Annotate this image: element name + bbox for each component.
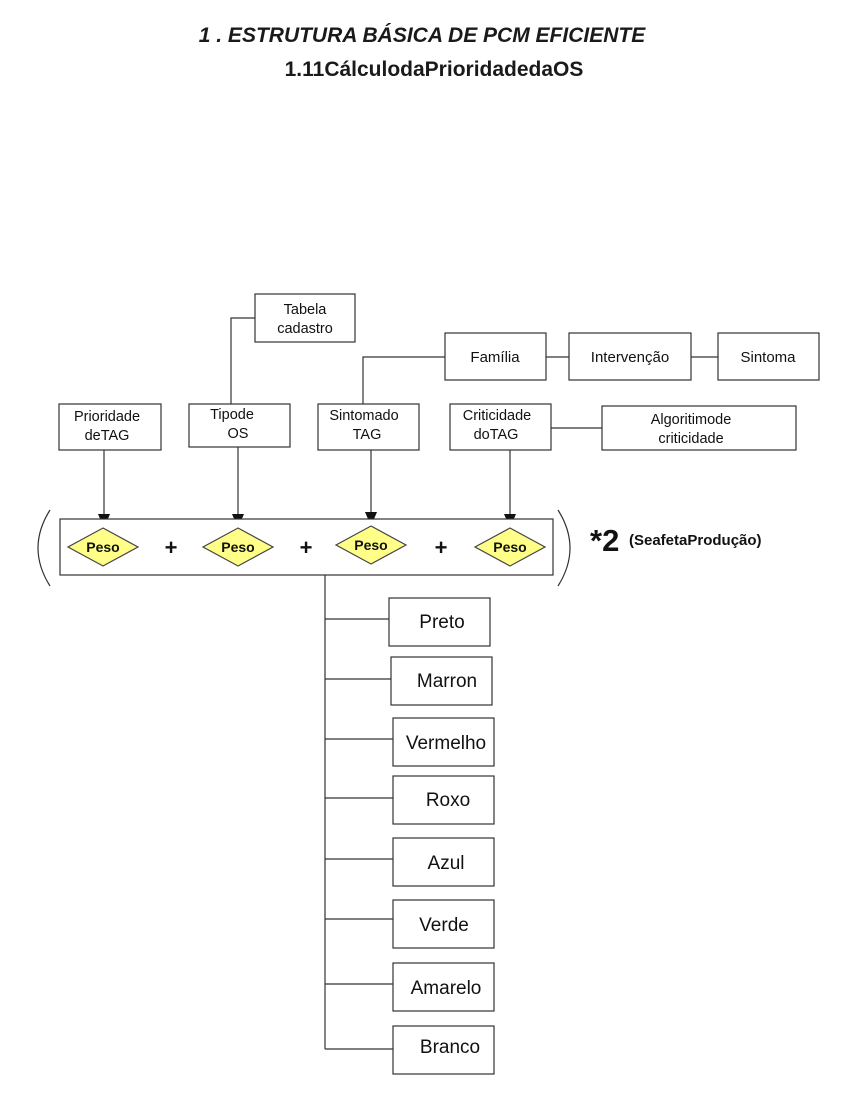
algoritimo-label-line2: criticidade <box>658 431 723 447</box>
page-title: 1 . ESTRUTURA BÁSICA DE PCM EFICIENTE <box>198 24 646 47</box>
input-label-line2: TAG <box>353 427 382 443</box>
algoritimo-label-line1: Algoritimode <box>651 412 732 428</box>
color-box-marron: Marron <box>390 656 493 706</box>
color-box-amarelo: Amarelo <box>392 962 495 1012</box>
color-box-branco: Branco <box>392 1025 495 1075</box>
arrow-down <box>98 450 110 528</box>
plus-operator: + <box>435 535 448 560</box>
intervencao-label: Intervenção <box>591 349 669 366</box>
input-label-line2: deTAG <box>85 428 130 444</box>
weight-label: Peso <box>354 537 387 553</box>
input-box-sintoma-tag: Sintomado TAG <box>317 403 420 451</box>
weight-label: Peso <box>221 539 254 555</box>
tabela-label-line2: cadastro <box>277 321 333 337</box>
plus-operator: + <box>300 535 313 560</box>
algoritimo-criticidade-box: Algoritimode criticidade <box>601 405 797 451</box>
connector-tabela-tipo-os <box>230 317 255 404</box>
input-label-line1: Prioridade <box>74 409 140 425</box>
input-label-line1: Sintomado <box>329 408 398 424</box>
arrow-down <box>365 450 377 526</box>
sintoma-label: Sintoma <box>740 349 796 366</box>
color-box-azul: Azul <box>392 837 495 887</box>
sintoma-box: Sintoma <box>717 332 820 381</box>
connector-familia-sintoma-tag <box>362 356 445 404</box>
color-label: Roxo <box>426 790 470 811</box>
intervencao-box: Intervenção <box>568 332 692 381</box>
input-label-line1: Criticidade <box>463 408 532 424</box>
multiplier-note: (SeafetaProdução) <box>629 532 762 549</box>
color-label: Amarelo <box>411 978 482 999</box>
familia-label: Família <box>470 349 520 366</box>
input-box-prioridade: Prioridade deTAG <box>58 403 162 451</box>
arrow-down <box>504 450 516 528</box>
weight-diamond: Peso <box>334 525 408 565</box>
weight-diamond: Peso <box>473 527 547 567</box>
tabela-cadastro-box: Tabela cadastro <box>254 293 356 343</box>
color-label: Verde <box>419 915 469 936</box>
color-box-vermelho: Vermelho <box>392 717 495 767</box>
color-label: Azul <box>428 853 465 874</box>
page-subtitle: 1.11CálculodaPrioridadedaOS <box>284 58 584 81</box>
input-label-line2: doTAG <box>474 427 519 443</box>
multiplier: *2 <box>590 523 619 558</box>
weight-label: Peso <box>493 539 526 555</box>
input-box-criticidade-tag: Criticidade doTAG <box>449 403 552 451</box>
color-label: Preto <box>419 612 464 633</box>
plus-operator: + <box>165 535 178 560</box>
color-label: Vermelho <box>406 733 486 754</box>
color-box-roxo: Roxo <box>392 775 495 825</box>
familia-box: Família <box>444 332 547 381</box>
formula-box <box>59 518 554 576</box>
weight-diamond: Peso <box>201 527 275 567</box>
color-box-verde: Verde <box>392 899 495 949</box>
input-label-line1: Tipode <box>210 407 254 423</box>
weight-diamond: Peso <box>66 527 140 567</box>
arrow-down <box>232 447 244 528</box>
color-label: Marron <box>417 671 477 692</box>
color-label: Branco <box>420 1037 480 1058</box>
color-box-preto: Preto <box>388 597 491 647</box>
right-parenthesis <box>557 509 571 587</box>
weight-label: Peso <box>86 539 119 555</box>
tabela-label-line1: Tabela <box>284 302 328 318</box>
input-box-tipo-os: Tipode OS <box>188 403 291 448</box>
input-label-line2: OS <box>228 426 249 442</box>
left-parenthesis <box>37 509 51 587</box>
